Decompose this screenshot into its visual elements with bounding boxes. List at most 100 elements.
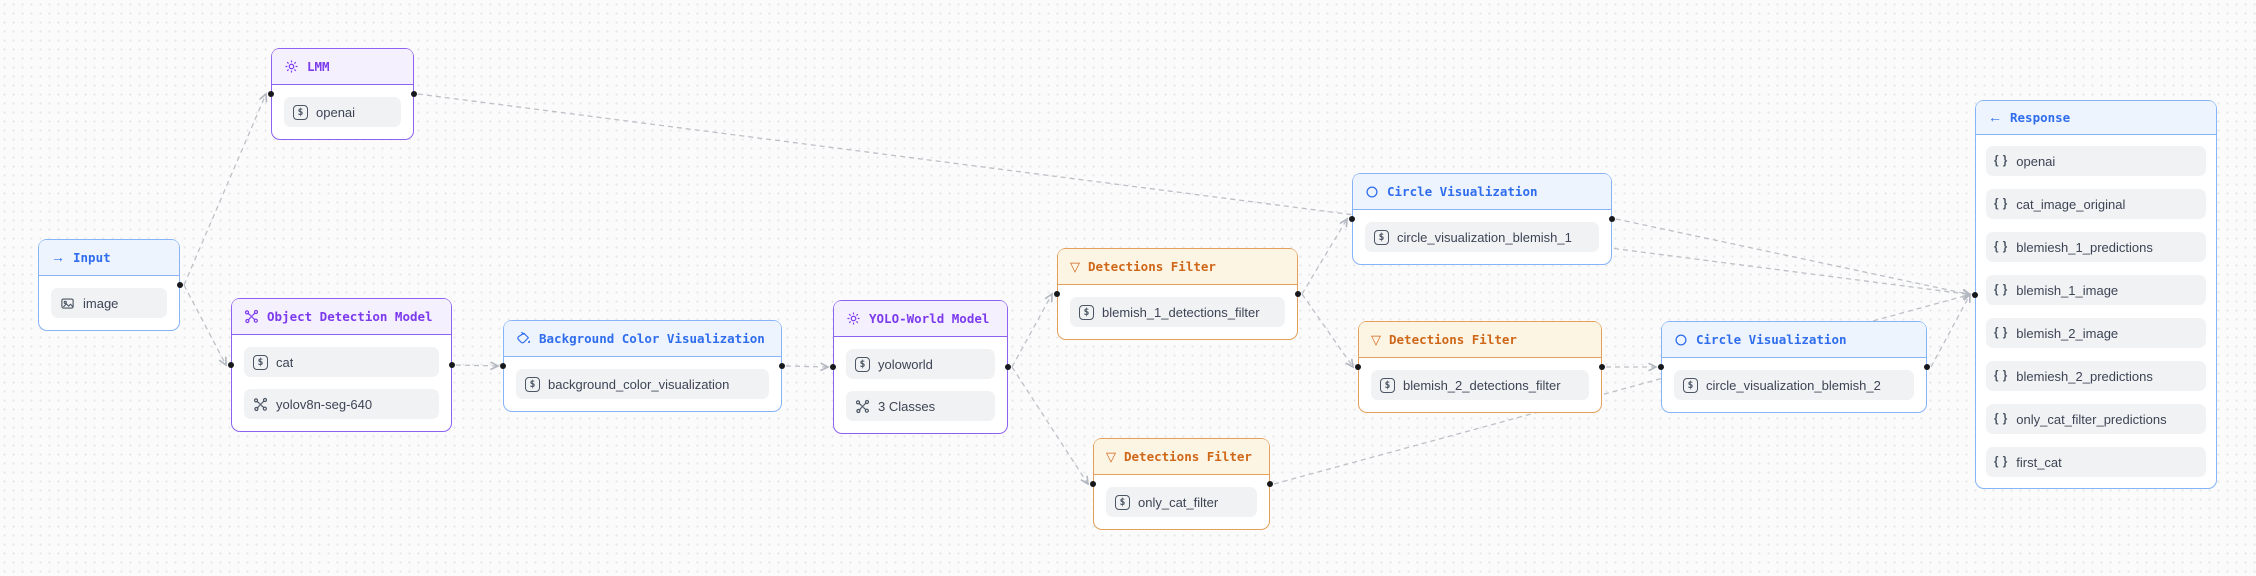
node-title: Circle Visualization xyxy=(1696,332,1847,347)
node-title: Detections Filter xyxy=(1088,259,1216,274)
dollar-icon: $ xyxy=(1374,229,1389,245)
braces-icon: { } xyxy=(1994,198,2009,210)
input-port[interactable] xyxy=(268,91,274,97)
node-field-image[interactable]: image xyxy=(51,288,167,318)
node-title: Response xyxy=(2010,110,2071,125)
node-title: Detections Filter xyxy=(1124,449,1252,464)
node-field-circle-viz-blemish-1[interactable]: $ circle_visualization_blemish_1 xyxy=(1365,222,1599,252)
input-port[interactable] xyxy=(1658,364,1664,370)
node-detections-filter-blemish-1[interactable]: ▽ Detections Filter $ blemish_1_detectio… xyxy=(1054,248,1301,340)
response-field-openai[interactable]: { } openai xyxy=(1986,146,2206,176)
braces-icon: { } xyxy=(1994,155,2009,167)
braces-icon: { } xyxy=(1994,284,2009,296)
response-field-cat-image-original[interactable]: { } cat_image_original xyxy=(1986,189,2206,219)
output-port[interactable] xyxy=(1609,216,1615,222)
braces-icon: { } xyxy=(1994,413,2009,425)
input-port[interactable] xyxy=(228,362,234,368)
response-field-only-cat-filter-predictions[interactable]: { } only_cat_filter_predictions xyxy=(1986,404,2206,434)
node-header: Circle Visualization xyxy=(1353,174,1611,210)
node-object-detection-model[interactable]: Object Detection Model $ cat yolov8n-seg… xyxy=(228,298,455,432)
output-port[interactable] xyxy=(1295,291,1301,297)
node-field-blemish-2-filter[interactable]: $ blemish_2_detections_filter xyxy=(1371,370,1589,400)
node-header: Background Color Visualization xyxy=(504,321,781,357)
response-field-first-cat[interactable]: { } first_cat xyxy=(1986,447,2206,477)
node-header: → Input xyxy=(39,240,179,276)
braces-icon: { } xyxy=(1994,456,2009,468)
node-title: Circle Visualization xyxy=(1387,184,1538,199)
circle-icon xyxy=(1365,185,1379,199)
node-header: Circle Visualization xyxy=(1662,322,1926,358)
node-yolo-world-model[interactable]: YOLO-World Model $ yoloworld 3 Classes xyxy=(830,300,1011,434)
circle-icon xyxy=(1674,333,1688,347)
node-field-yoloworld[interactable]: $ yoloworld xyxy=(846,349,995,379)
node-detections-filter-blemish-2[interactable]: ▽ Detections Filter $ blemish_2_detectio… xyxy=(1355,321,1605,413)
paint-bucket-icon xyxy=(516,331,531,346)
node-title: Object Detection Model xyxy=(267,309,433,324)
input-port[interactable] xyxy=(830,364,836,370)
dollar-icon: $ xyxy=(1115,494,1130,510)
dollar-icon: $ xyxy=(1079,304,1094,320)
input-port[interactable] xyxy=(1090,481,1096,487)
gear-icon xyxy=(284,59,299,74)
node-response[interactable]: ← Response { } openai { } cat_image_orig… xyxy=(1972,100,2217,489)
node-field-openai[interactable]: $ openai xyxy=(284,97,401,127)
output-port[interactable] xyxy=(1267,481,1273,487)
node-title: Input xyxy=(73,250,111,265)
molecule-icon xyxy=(855,399,870,414)
funnel-icon: ▽ xyxy=(1371,332,1381,347)
braces-icon: { } xyxy=(1994,327,2009,339)
node-circle-visualization-blemish-1[interactable]: Circle Visualization $ circle_visualizat… xyxy=(1349,173,1615,265)
input-port[interactable] xyxy=(1355,364,1361,370)
dollar-icon: $ xyxy=(855,356,870,372)
input-port[interactable] xyxy=(1972,291,1978,298)
node-field-only-cat-filter[interactable]: $ only_cat_filter xyxy=(1106,487,1257,517)
braces-icon: { } xyxy=(1994,370,2009,382)
node-title: YOLO-World Model xyxy=(869,311,990,326)
node-header: YOLO-World Model xyxy=(834,301,1007,337)
node-field-circle-viz-blemish-2[interactable]: $ circle_visualization_blemish_2 xyxy=(1674,370,1914,400)
response-field-blemish-1-predictions[interactable]: { } blemiesh_1_predictions xyxy=(1986,232,2206,262)
arrow-left-icon: ← xyxy=(1988,109,2002,125)
node-header: ▽ Detections Filter xyxy=(1058,249,1297,285)
node-field-bg-visualization[interactable]: $ background_color_visualization xyxy=(516,369,769,399)
node-header: ▽ Detections Filter xyxy=(1359,322,1601,358)
response-field-blemish-2-image[interactable]: { } blemish_2_image xyxy=(1986,318,2206,348)
output-port[interactable] xyxy=(411,91,417,97)
input-port[interactable] xyxy=(1054,291,1060,297)
funnel-icon: ▽ xyxy=(1106,449,1116,464)
molecule-icon xyxy=(253,397,268,412)
output-port[interactable] xyxy=(177,282,183,288)
node-lmm[interactable]: LMM $ openai xyxy=(268,48,417,140)
node-field-cat[interactable]: $ cat xyxy=(244,347,439,377)
output-port[interactable] xyxy=(449,362,455,368)
output-port[interactable] xyxy=(779,363,785,369)
node-header: ▽ Detections Filter xyxy=(1094,439,1269,475)
molecule-icon xyxy=(244,309,259,324)
output-port[interactable] xyxy=(1599,364,1605,370)
image-icon xyxy=(60,296,75,311)
node-header: LMM xyxy=(272,49,413,85)
node-input[interactable]: → Input image xyxy=(38,239,183,331)
node-header: Object Detection Model xyxy=(232,299,451,335)
dollar-icon: $ xyxy=(525,376,540,392)
node-header: ← Response xyxy=(1976,101,2216,135)
node-circle-visualization-blemish-2[interactable]: Circle Visualization $ circle_visualizat… xyxy=(1658,321,1930,413)
input-port[interactable] xyxy=(1349,216,1355,222)
response-field-blemish-1-image[interactable]: { } blemish_1_image xyxy=(1986,275,2206,305)
node-title: Detections Filter xyxy=(1389,332,1517,347)
gear-icon xyxy=(846,311,861,326)
node-field-blemish-1-filter[interactable]: $ blemish_1_detections_filter xyxy=(1070,297,1285,327)
response-field-blemish-2-predictions[interactable]: { } blemiesh_2_predictions xyxy=(1986,361,2206,391)
node-background-color-visualization[interactable]: Background Color Visualization $ backgro… xyxy=(500,320,785,412)
input-port[interactable] xyxy=(500,363,506,369)
node-field-model[interactable]: yolov8n-seg-640 xyxy=(244,389,439,419)
node-title: Background Color Visualization xyxy=(539,331,765,346)
arrow-right-icon: → xyxy=(51,249,65,265)
dollar-icon: $ xyxy=(253,354,268,370)
output-port[interactable] xyxy=(1005,364,1011,370)
node-detections-filter-only-cat[interactable]: ▽ Detections Filter $ only_cat_filter xyxy=(1090,438,1273,530)
output-port[interactable] xyxy=(1924,364,1930,370)
node-field-classes[interactable]: 3 Classes xyxy=(846,391,995,421)
